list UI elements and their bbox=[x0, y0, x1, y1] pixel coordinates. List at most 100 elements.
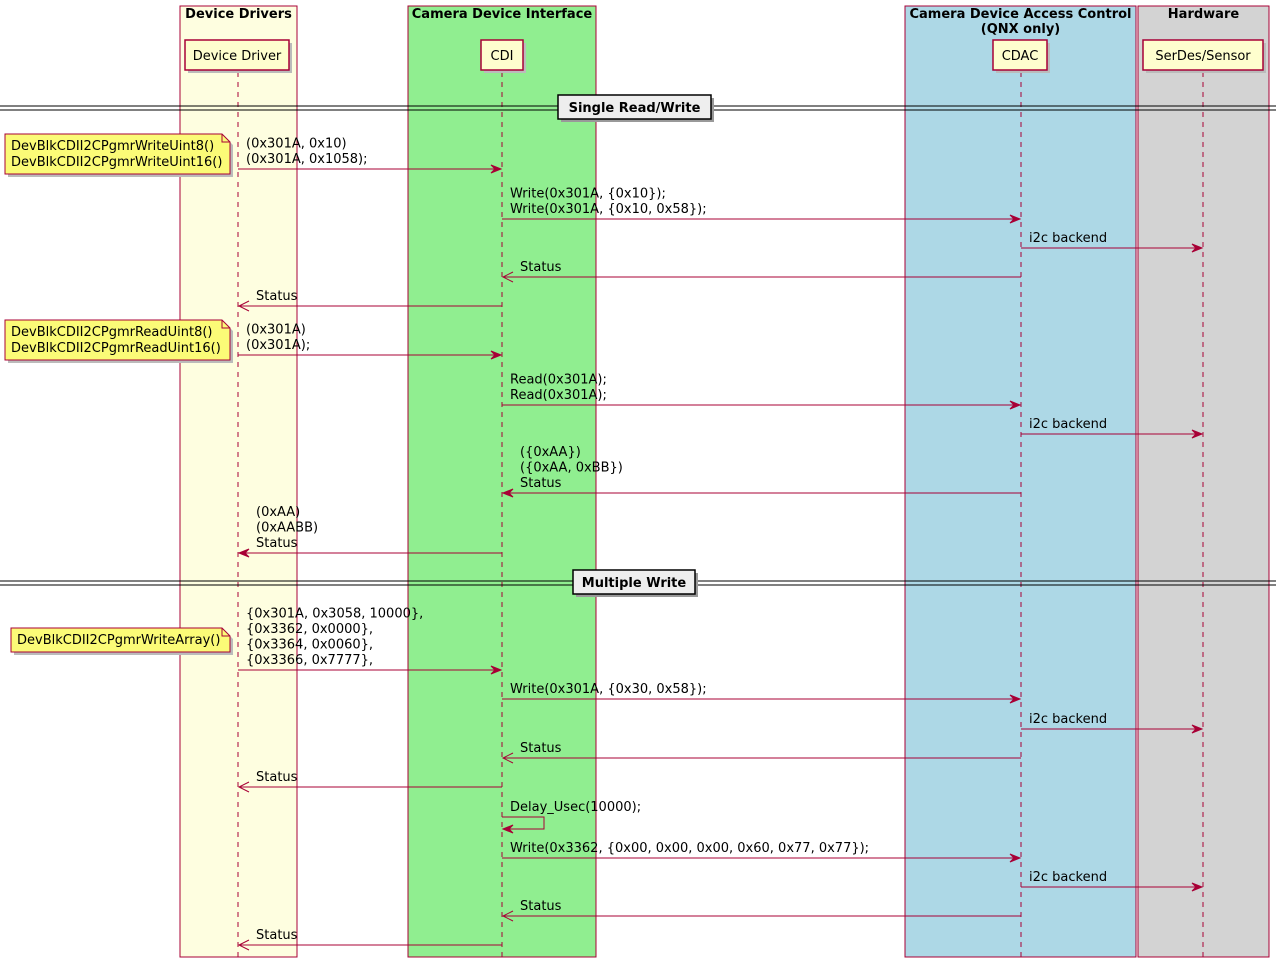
message-label: Write(0x301A, {0x10, 0x58}); bbox=[510, 202, 707, 217]
message-label: Status bbox=[256, 536, 298, 551]
note-fold bbox=[221, 134, 230, 143]
note: DevBlkCDII2CPgmrReadUint8()DevBlkCDII2CP… bbox=[4, 319, 233, 363]
message-label: Read(0x301A); bbox=[510, 388, 607, 403]
message-label: {0x3366, 0x7777}, bbox=[246, 653, 373, 668]
message-label: Status bbox=[256, 770, 298, 785]
note-fold bbox=[221, 628, 230, 637]
arrow-head bbox=[501, 488, 514, 498]
arrow-head bbox=[237, 781, 250, 793]
participant-label: SerDes/Sensor bbox=[1155, 49, 1251, 64]
divider-label: Single Read/Write bbox=[569, 101, 701, 116]
participant-cdac: CDAC bbox=[992, 39, 1050, 73]
note-body bbox=[4, 319, 231, 361]
participant-box bbox=[1142, 39, 1264, 71]
arrow-head bbox=[237, 548, 250, 558]
message-label: {0x301A, 0x3058, 10000}, bbox=[246, 607, 423, 622]
message-label: ({0xAA, 0xBB}) bbox=[520, 461, 623, 476]
arrow-head bbox=[501, 910, 514, 922]
arrow-head bbox=[1009, 853, 1022, 863]
note: DevBlkCDII2CPgmrWriteArray() bbox=[10, 627, 233, 655]
arrow-head bbox=[1191, 429, 1204, 439]
message-cdi-to-cdac: Write(0x301A, {0x10});Write(0x301A, {0x1… bbox=[502, 187, 1022, 224]
message-cdi-to-dd: (0xAA)(0xAABB)Status bbox=[237, 505, 502, 558]
note: DevBlkCDII2CPgmrWriteUint8()DevBlkCDII2C… bbox=[4, 133, 233, 177]
message-dd-to-cdi: (0x301A)(0x301A); bbox=[238, 323, 503, 360]
participant-box bbox=[480, 39, 524, 71]
message-dd-to-cdi: {0x301A, 0x3058, 10000},{0x3362, 0x0000}… bbox=[238, 607, 503, 675]
message-cdac-to-hw: i2c backend bbox=[1021, 870, 1204, 892]
message-cdac-to-cdi: Status bbox=[501, 899, 1021, 922]
section-divider: Multiple Write bbox=[0, 569, 1276, 597]
message-cdi-to-cdac: Read(0x301A);Read(0x301A); bbox=[502, 373, 1022, 410]
participant-label: CDAC bbox=[1002, 49, 1039, 64]
arrow-head bbox=[490, 164, 503, 174]
message-cdac-to-hw: i2c backend bbox=[1021, 712, 1204, 734]
message-dd-to-cdi: (0x301A, 0x10)(0x301A, 0x1058); bbox=[238, 137, 503, 174]
arrow-head bbox=[237, 300, 250, 312]
message-cdi-to-cdi: Delay_Usec(10000); bbox=[501, 800, 641, 834]
arrow-head bbox=[1009, 400, 1022, 410]
group-box-title: Camera Device Access Control bbox=[909, 7, 1131, 22]
self-message-line bbox=[502, 816, 545, 830]
arrow-head bbox=[1009, 694, 1022, 704]
participant-box bbox=[992, 39, 1048, 71]
note-body bbox=[10, 627, 231, 653]
message-cdac-to-cdi: Status bbox=[501, 260, 1021, 283]
message-label: (0x301A); bbox=[246, 338, 310, 353]
message-label: i2c backend bbox=[1029, 417, 1107, 432]
message-cdac-to-cdi: Status bbox=[501, 741, 1021, 764]
arrow-head bbox=[501, 752, 514, 764]
message-label: (0xAA) bbox=[256, 505, 300, 520]
arrow-head bbox=[237, 939, 250, 951]
message-label: Delay_Usec(10000); bbox=[510, 800, 641, 815]
group-box-title: Camera Device Interface bbox=[412, 7, 593, 22]
note-text: DevBlkCDII2CPgmrReadUint16() bbox=[11, 341, 221, 356]
message-cdi-to-dd: Status bbox=[237, 770, 502, 793]
message-label: i2c backend bbox=[1029, 870, 1107, 885]
participant-cdi: CDI bbox=[480, 39, 526, 73]
message-label: {0x3362, 0x0000}, bbox=[246, 622, 373, 637]
message-cdac-to-hw: i2c backend bbox=[1021, 231, 1204, 253]
message-cdi-to-dd: Status bbox=[237, 928, 502, 951]
message-label: Read(0x301A); bbox=[510, 373, 607, 388]
arrow-head bbox=[1191, 882, 1204, 892]
message-label: {0x3364, 0x0060}, bbox=[246, 638, 373, 653]
message-label: Status bbox=[520, 899, 562, 914]
note-fold bbox=[221, 320, 230, 329]
participant-dd: Device Driver bbox=[184, 39, 292, 73]
message-label: Status bbox=[256, 289, 298, 304]
message-cdac-to-cdi: ({0xAA})({0xAA, 0xBB})Status bbox=[501, 445, 1021, 498]
message-label: i2c backend bbox=[1029, 712, 1107, 727]
arrow-head bbox=[1009, 214, 1022, 224]
participant-box bbox=[184, 39, 290, 71]
note-text: DevBlkCDII2CPgmrWriteUint8() bbox=[11, 139, 214, 154]
message-label: Write(0x301A, {0x10}); bbox=[510, 187, 666, 202]
arrow-head bbox=[490, 665, 503, 675]
note-text: DevBlkCDII2CPgmrReadUint8() bbox=[11, 325, 213, 340]
message-label: (0x301A) bbox=[246, 323, 306, 338]
arrow-head bbox=[501, 824, 514, 834]
note-text: DevBlkCDII2CPgmrWriteUint16() bbox=[11, 155, 222, 170]
message-cdac-to-hw: i2c backend bbox=[1021, 417, 1204, 439]
message-label: (0xAABB) bbox=[256, 521, 318, 536]
group-box-title: Device Drivers bbox=[185, 7, 292, 22]
message-label: i2c backend bbox=[1029, 231, 1107, 246]
arrow-head bbox=[501, 271, 514, 283]
message-label: Status bbox=[256, 928, 298, 943]
message-cdi-to-dd: Status bbox=[237, 289, 502, 312]
participant-label: CDI bbox=[491, 49, 514, 64]
message-label: Status bbox=[520, 260, 562, 275]
arrow-head bbox=[1191, 243, 1204, 253]
message-label: Status bbox=[520, 476, 562, 491]
message-label: Status bbox=[520, 741, 562, 756]
arrow-head bbox=[490, 350, 503, 360]
section-divider: Single Read/Write bbox=[0, 94, 1276, 122]
divider-label-box bbox=[557, 94, 712, 120]
arrow-head bbox=[1191, 724, 1204, 734]
participant-hw: SerDes/Sensor bbox=[1142, 39, 1266, 73]
message-label: (0x301A, 0x1058); bbox=[246, 152, 368, 167]
message-label: Write(0x301A, {0x30, 0x58}); bbox=[510, 682, 707, 697]
message-label: (0x301A, 0x10) bbox=[246, 137, 347, 152]
message-cdi-to-cdac: Write(0x3362, {0x00, 0x00, 0x00, 0x60, 0… bbox=[502, 841, 1022, 863]
